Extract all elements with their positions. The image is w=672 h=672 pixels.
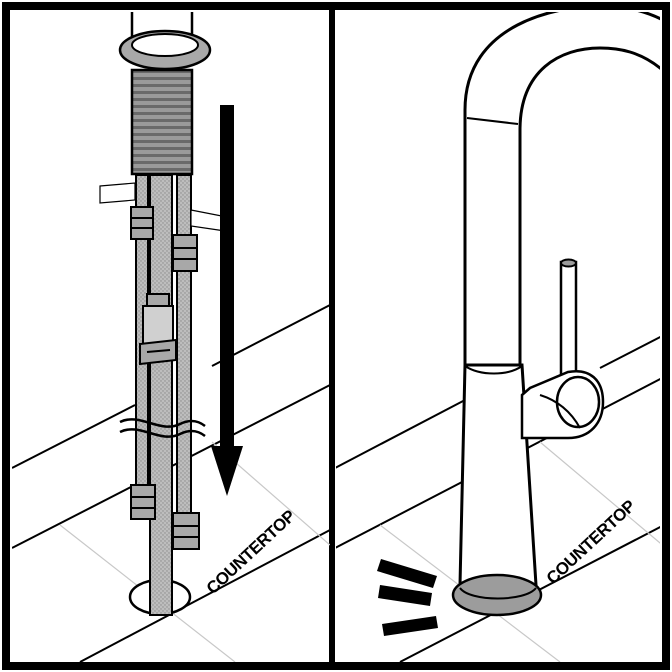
main-hose xyxy=(149,174,173,616)
hose-break-mark xyxy=(119,418,206,438)
quick-connect-fitting xyxy=(139,293,177,366)
supply-hose-right xyxy=(176,174,192,526)
hose-fitting-upper-left xyxy=(130,206,154,240)
seated-indicator-icon xyxy=(377,559,438,636)
hose-fitting-lower-right xyxy=(172,512,200,550)
faucet-gooseneck-spout xyxy=(463,12,660,374)
hose-fitting-lower-left xyxy=(130,484,156,520)
down-arrow-icon xyxy=(211,105,243,496)
threaded-shank xyxy=(130,68,194,176)
panel-right: COUNTERTOP xyxy=(336,12,660,662)
faucet-handle-lever xyxy=(559,260,578,384)
panel-divider xyxy=(329,6,335,666)
faucet-base-flange xyxy=(451,573,543,617)
hose-fitting-upper-right xyxy=(172,234,198,272)
